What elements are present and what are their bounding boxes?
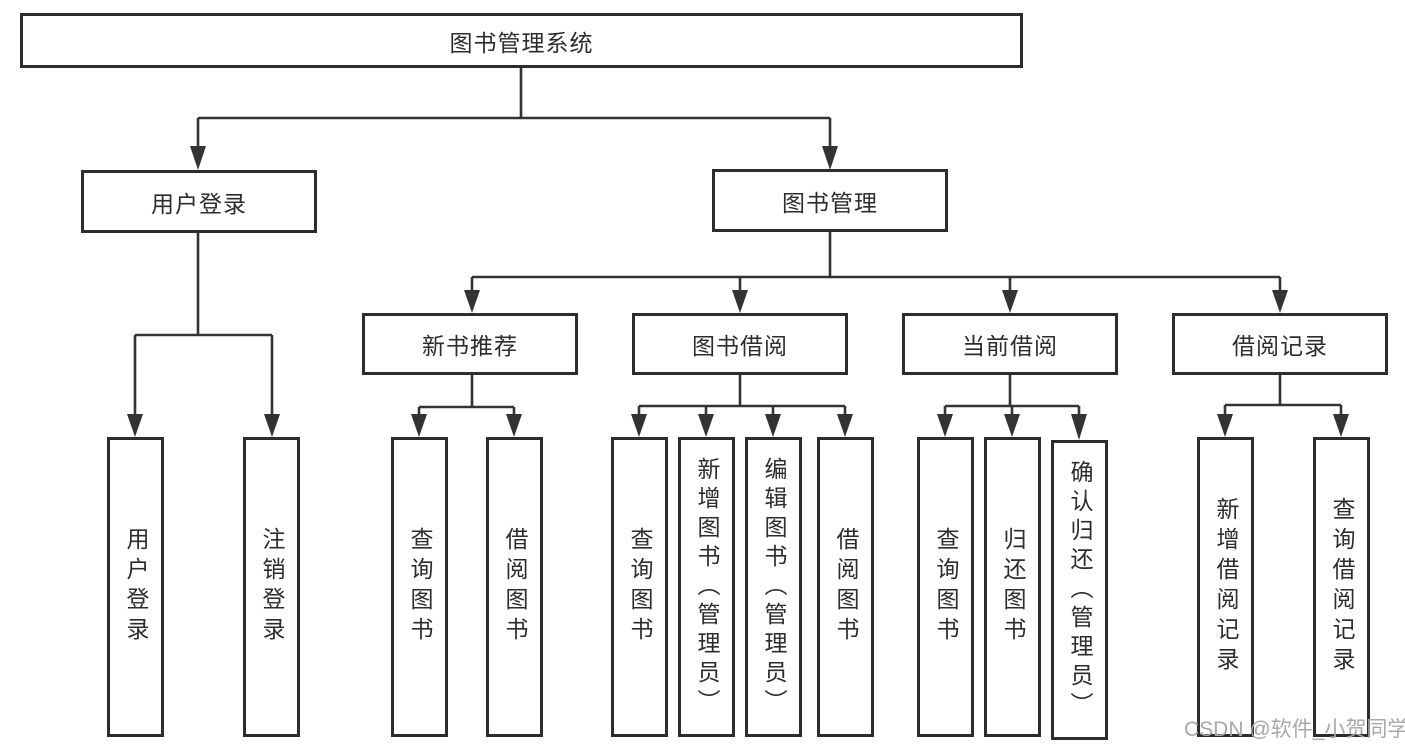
node-label: 借阅记录	[1232, 333, 1328, 359]
leaf-query-books-recommend: 查询图书	[391, 437, 448, 737]
leaf-query-books-current: 查询图书	[917, 437, 974, 737]
node-label: 当前借阅	[962, 333, 1058, 359]
node-user-login: 用户登录	[81, 170, 317, 233]
node-label: 用户登录	[151, 190, 247, 217]
leaf-query-borrow-record: 查询借阅记录	[1313, 437, 1370, 737]
leaf-label: 归还图书	[1000, 527, 1026, 647]
leaf-query-books-borrowing: 查询图书	[611, 437, 668, 737]
leaf-label: 新增图书（管理员）	[694, 456, 720, 718]
node-label: 图书管理系统	[449, 29, 594, 56]
leaf-confirm-return-admin: 确认归还（管理员）	[1051, 440, 1108, 740]
leaf-label: 新增借阅记录	[1213, 497, 1239, 677]
csdn-watermark: CSDN @软件_小贺同学	[1184, 718, 1405, 741]
leaf-label: 确认归还（管理员）	[1067, 459, 1093, 721]
leaf-add-book-admin: 新增图书（管理员）	[678, 437, 735, 737]
leaf-label: 注销登录	[259, 527, 285, 647]
leaf-borrow-books: 借阅图书	[817, 437, 874, 737]
leaf-label: 查询图书	[627, 527, 653, 647]
leaf-label: 查询借阅记录	[1329, 497, 1355, 677]
leaf-edit-book-admin: 编辑图书（管理员）	[745, 437, 802, 737]
node-library-management-system: 图书管理系统	[20, 13, 1023, 68]
leaf-label: 查询图书	[933, 527, 959, 647]
leaf-label: 查询图书	[407, 527, 433, 647]
node-label: 图书借阅	[692, 333, 788, 359]
leaf-borrow-books-recommend: 借阅图书	[486, 437, 543, 737]
node-borrowing-records: 借阅记录	[1172, 313, 1388, 375]
leaf-label: 借阅图书	[833, 527, 859, 647]
leaf-label: 借阅图书	[502, 527, 528, 647]
leaf-user-login: 用户登录	[107, 437, 164, 737]
node-label: 图书管理	[782, 189, 878, 216]
node-current-borrowing: 当前借阅	[902, 313, 1118, 375]
node-book-borrowing: 图书借阅	[632, 313, 848, 375]
node-new-book-recommendation: 新书推荐	[362, 313, 578, 375]
leaf-add-borrow-record: 新增借阅记录	[1197, 437, 1254, 737]
leaf-label: 编辑图书（管理员）	[761, 456, 787, 718]
leaf-logout: 注销登录	[243, 437, 300, 737]
leaf-return-books: 归还图书	[984, 437, 1041, 737]
leaf-label: 用户登录	[123, 527, 149, 647]
node-book-management: 图书管理	[712, 169, 948, 232]
node-label: 新书推荐	[422, 333, 518, 359]
